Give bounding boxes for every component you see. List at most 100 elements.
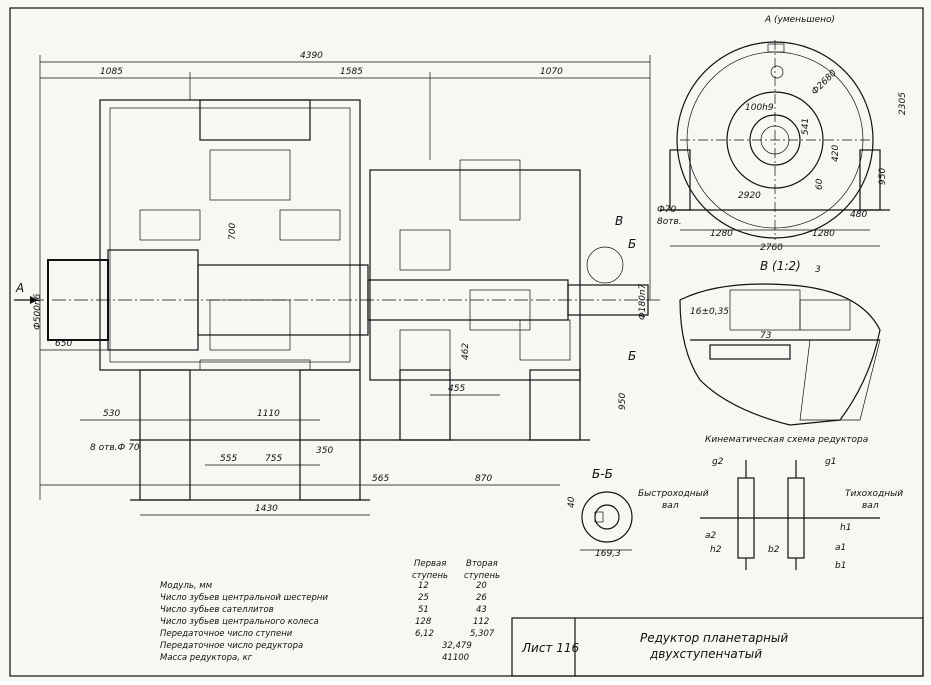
dim-455: 455 (448, 384, 465, 394)
view-a-holes: Ф70 (657, 205, 676, 215)
view-a-950: 950 (878, 168, 888, 185)
ring-gear-top-2 (459, 159, 521, 221)
row-v1: 25 (418, 593, 429, 603)
title-line-2: двухступенчатый (649, 647, 762, 661)
callout-v: В (615, 214, 623, 228)
dim-1585: 1585 (340, 67, 363, 77)
view-a-60: 60 (815, 178, 825, 190)
arrow-a-label: А (15, 281, 24, 295)
col2-header-a: Вторая (466, 559, 498, 569)
section-b-top: Б (628, 237, 636, 251)
kin-fast2: вал (662, 501, 679, 511)
housing-stage2 (369, 169, 581, 381)
section-bb: Б-Б 169,3 40 (567, 467, 633, 559)
view-a-holes2: 8отв. (657, 217, 682, 227)
view-a-2920: 2920 (738, 191, 761, 201)
row-v1: 41100 (442, 653, 469, 663)
row-v1: 32,479 (442, 641, 472, 651)
dim-holes: 8 отв.Ф 70 (90, 443, 140, 453)
dim-870: 870 (475, 474, 492, 484)
dim-565: 565 (372, 474, 389, 484)
dim-1070: 1070 (540, 67, 563, 77)
main-section-view: 4390 1085 1585 1070 (14, 51, 660, 516)
view-a-480: 480 (850, 210, 867, 220)
kinematic-title: Кинематическая схема редуктора (705, 435, 868, 445)
kin-b2: b2 (768, 545, 780, 555)
view-v-73: 73 (760, 331, 772, 341)
foot-1 (139, 369, 191, 501)
row-label: Масса редуктора, кг (160, 653, 253, 663)
row-label: Число зубьев сателлитов (160, 605, 274, 615)
dim-1085: 1085 (100, 67, 123, 77)
title-block: Лист 116 Редуктор планетарный двухступен… (511, 617, 924, 677)
col2-header-b: ступень (464, 571, 500, 581)
dim-shaft-right: Ф180n7 (638, 283, 648, 320)
kin-a1: a1 (835, 543, 846, 553)
kin-a2: a2 (705, 531, 717, 541)
kin-h2: h2 (710, 545, 722, 555)
dim-755: 755 (265, 454, 282, 464)
planet-gear-1 (209, 149, 291, 201)
kin-slow2: вал (862, 501, 879, 511)
row-v2: 112 (473, 617, 489, 627)
dim-shaft-left: Ф500n6 (33, 293, 43, 330)
dim-1430: 1430 (255, 504, 278, 514)
view-v-3: 3 (815, 265, 821, 275)
row-v2: 26 (476, 593, 487, 603)
row-label: Число зубьев центральной шестерни (160, 593, 328, 603)
section-b-bottom: Б (628, 349, 636, 363)
ring-gear-top-1 (199, 99, 311, 141)
dim-555: 555 (220, 454, 237, 464)
bb-169: 169,3 (595, 549, 621, 559)
callout-v-circle (586, 246, 624, 284)
row-label: Модуль, мм (160, 581, 213, 591)
col1-header-a: Первая (414, 559, 446, 569)
dim-530: 530 (103, 409, 120, 419)
view-a-1280a: 1280 (710, 229, 733, 239)
title-line-1: Редуктор планетарный (640, 631, 788, 645)
row-v2: 43 (476, 605, 487, 615)
row-v2: 20 (476, 581, 487, 591)
view-a-label: А (уменьшено) (764, 15, 835, 25)
row-v1: 128 (415, 617, 432, 627)
kin-slow: Тихоходный (845, 489, 903, 499)
foot-2 (299, 369, 361, 501)
row-v2: 5,307 (470, 629, 495, 639)
view-a-1280b: 1280 (812, 229, 835, 239)
col1-header-b: ступень (412, 571, 448, 581)
dim-1110: 1110 (257, 409, 280, 419)
view-a-541: 541 (801, 118, 811, 135)
kin-g1: g1 (825, 457, 836, 467)
dim-462: 462 (461, 343, 471, 360)
row-label: Число зубьев центрального колеса (160, 617, 319, 627)
kin-b1: b1 (835, 561, 846, 571)
view-a-2760: 2760 (760, 243, 783, 253)
dim-total: 4390 (300, 51, 323, 61)
view-a: А (уменьшено) 2305 950 Ф2680 100h9 541 4… (657, 15, 908, 253)
view-a-100: 100h9 (745, 103, 774, 113)
spec-table: Первая ступень Вторая ступень Модуль, мм… (160, 559, 500, 663)
view-v-detail: В (1:2) 3 16±0,35 73 (679, 259, 881, 426)
bb-40: 40 (567, 496, 577, 508)
dim-950: 950 (618, 393, 628, 410)
row-label: Передаточное число редуктора (160, 641, 303, 651)
dim-700: 700 (228, 223, 238, 240)
dim-650: 650 (55, 339, 72, 349)
view-a-420: 420 (831, 145, 841, 162)
dim-350: 350 (316, 446, 333, 456)
row-v1: 51 (418, 605, 429, 615)
kin-h1: h1 (840, 523, 851, 533)
row-v1: 6,12 (415, 629, 434, 639)
kin-g2: g2 (712, 457, 724, 467)
view-a-2305: 2305 (898, 92, 908, 115)
row-v1: 12 (418, 581, 429, 591)
view-v-tol: 16±0,35 (690, 307, 729, 317)
row-label: Передаточное число ступени (160, 629, 293, 639)
sheet-number: Лист 116 (521, 641, 579, 655)
sheet-frame (9, 7, 924, 677)
view-v-label: В (1:2) (760, 259, 801, 273)
view-a-2680: Ф2680 (810, 68, 839, 97)
kinematic-scheme: Кинематическая схема редуктора g2 g1 Быс… (638, 435, 903, 571)
